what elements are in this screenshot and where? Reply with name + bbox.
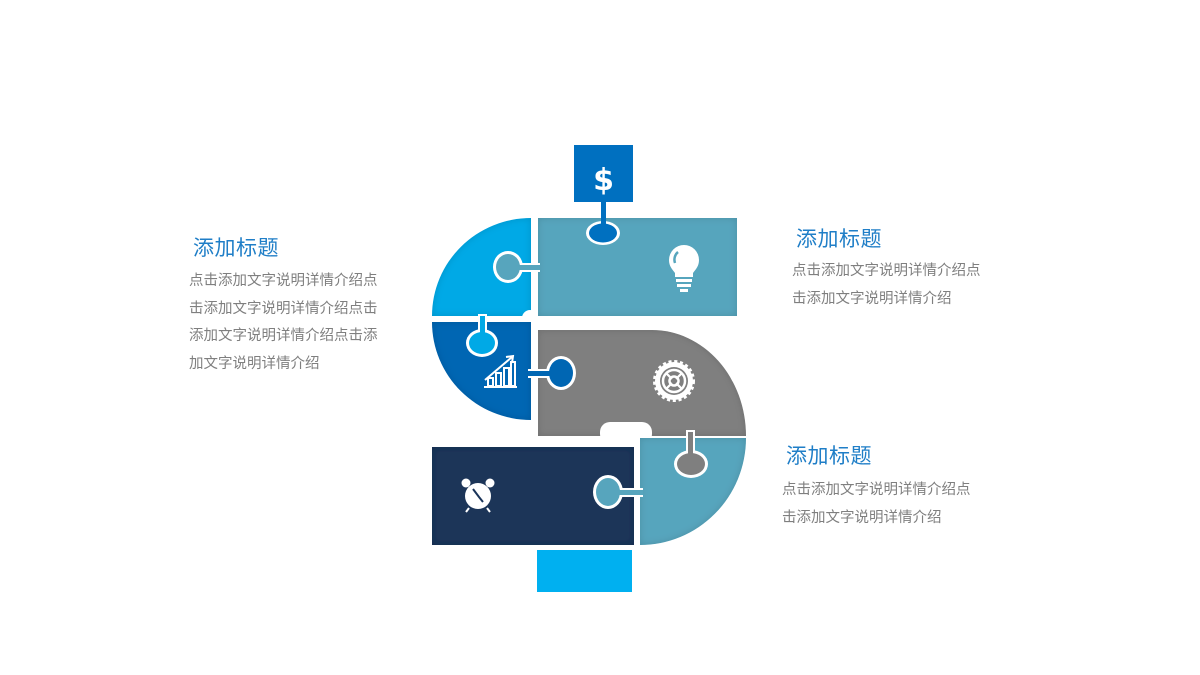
puzzle-piece-bottom-right — [593, 430, 746, 545]
puzzle-piece-top-left — [432, 218, 531, 316]
right-top-block-description: 点击添加文字说明详情介绍点 击添加文字说明详情介绍 — [792, 258, 981, 313]
alarm-clock-icon — [461, 478, 495, 513]
left-block-description: 点击添加文字说明详情介绍点 击添加文字说明详情介绍点击 添加文字说明详情介绍点击… — [189, 268, 378, 378]
dollar-sign-icon: $ — [593, 163, 614, 198]
desc-line: 击添加文字说明详情介绍 — [792, 290, 952, 307]
dollar-box: $ — [574, 145, 633, 224]
desc-line: 点击添加文字说明详情介绍点 — [189, 273, 378, 289]
left-block-title: 添加标题 — [193, 236, 279, 260]
desc-line: 点击添加文字说明详情介绍点 — [782, 482, 971, 498]
puzzle-piece-middle-gray — [528, 330, 746, 436]
desc-line: 加文字说明详情介绍 — [189, 355, 320, 372]
desc-line: 击添加文字说明详情介绍 — [782, 509, 942, 526]
growth-chart-icon — [484, 354, 517, 388]
desc-line: 点击添加文字说明详情介绍点 — [792, 263, 981, 279]
gear-icon — [653, 360, 695, 402]
desc-line: 添加文字说明详情介绍点击添 — [189, 328, 378, 344]
puzzle-piece-top-right — [493, 218, 737, 316]
right-top-block-title: 添加标题 — [796, 227, 882, 251]
right-bottom-block-description: 点击添加文字说明详情介绍点 击添加文字说明详情介绍 — [782, 477, 971, 532]
lightbulb-icon — [669, 245, 699, 292]
bottom-bar — [537, 550, 632, 592]
puzzle-piece-middle-left — [432, 314, 531, 420]
right-bottom-block-title: 添加标题 — [786, 444, 872, 468]
desc-line: 击添加文字说明详情介绍点击 — [189, 300, 378, 317]
